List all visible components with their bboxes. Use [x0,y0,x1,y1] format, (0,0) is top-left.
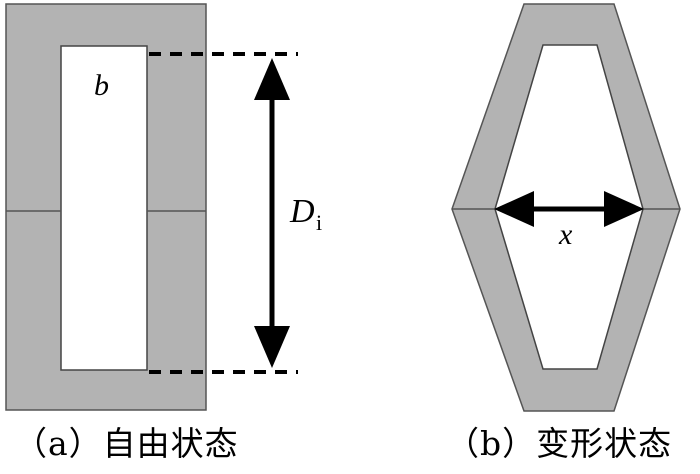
dimension-x-arrow-left [494,191,534,227]
dimension-label-x: x [558,218,573,251]
inner-width-label-b: b [94,69,109,102]
caption-deformed-state: （b）变形状态 [446,424,673,463]
panel-b-deformed-state: x [451,3,681,412]
dimension-label-subscript-i: i [316,210,322,235]
dimension-di-arrow-up [254,58,290,100]
caption-free-state: （a）自由状态 [14,424,239,463]
dimension-x-arrow-right [604,191,644,227]
free-state-inner-opening [60,45,148,371]
dimension-di-arrow-down [254,326,290,368]
panel-a-free-state: b D i [5,3,322,411]
dimension-label-d: D [289,193,315,230]
